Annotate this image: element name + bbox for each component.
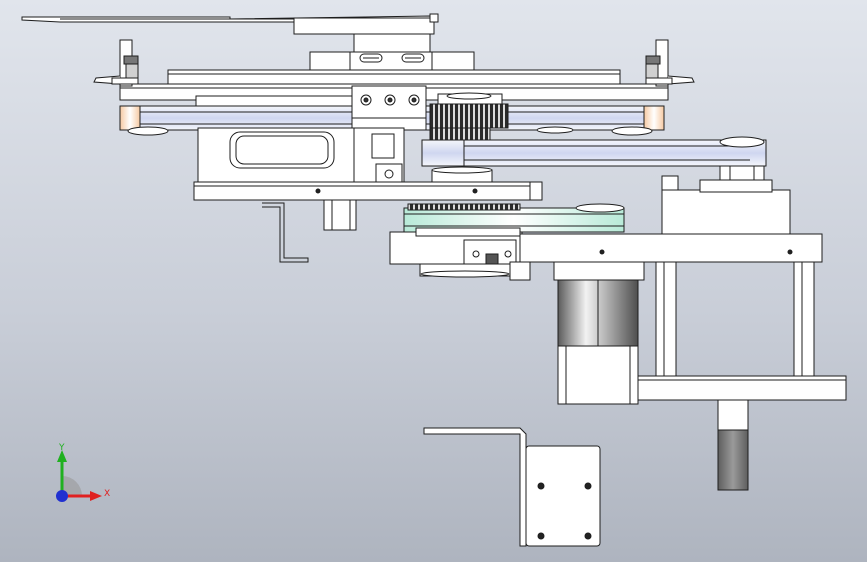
idler-pulley-top (429, 92, 509, 129)
lower-base-plate (193, 166, 543, 201)
lift-rod (717, 399, 749, 491)
top-slide-rail (21, 13, 439, 35)
triad-quarter-disc (62, 476, 82, 496)
l-mounting-bracket (423, 427, 601, 547)
guide-columns (637, 261, 847, 401)
stepper-motor (553, 261, 645, 405)
y-axis-arrowhead (57, 450, 67, 462)
left-housing-block (197, 127, 405, 185)
x-axis-arrowhead (90, 491, 102, 501)
middle-timing-belt (421, 127, 767, 167)
x-axis-label: X (104, 489, 110, 499)
coordinate-triad: Y X (56, 443, 110, 502)
right-end-bracket (645, 39, 695, 87)
left-end-bracket (93, 39, 139, 87)
y-axis-label: Y (58, 443, 65, 453)
center-mount-plate (351, 85, 427, 131)
support-shaft (323, 199, 357, 231)
bottom-frame-plate (389, 227, 823, 281)
z-axis-dot (56, 490, 68, 502)
bent-sensor-bracket (262, 202, 309, 263)
motor-mount-bracket (661, 165, 791, 235)
